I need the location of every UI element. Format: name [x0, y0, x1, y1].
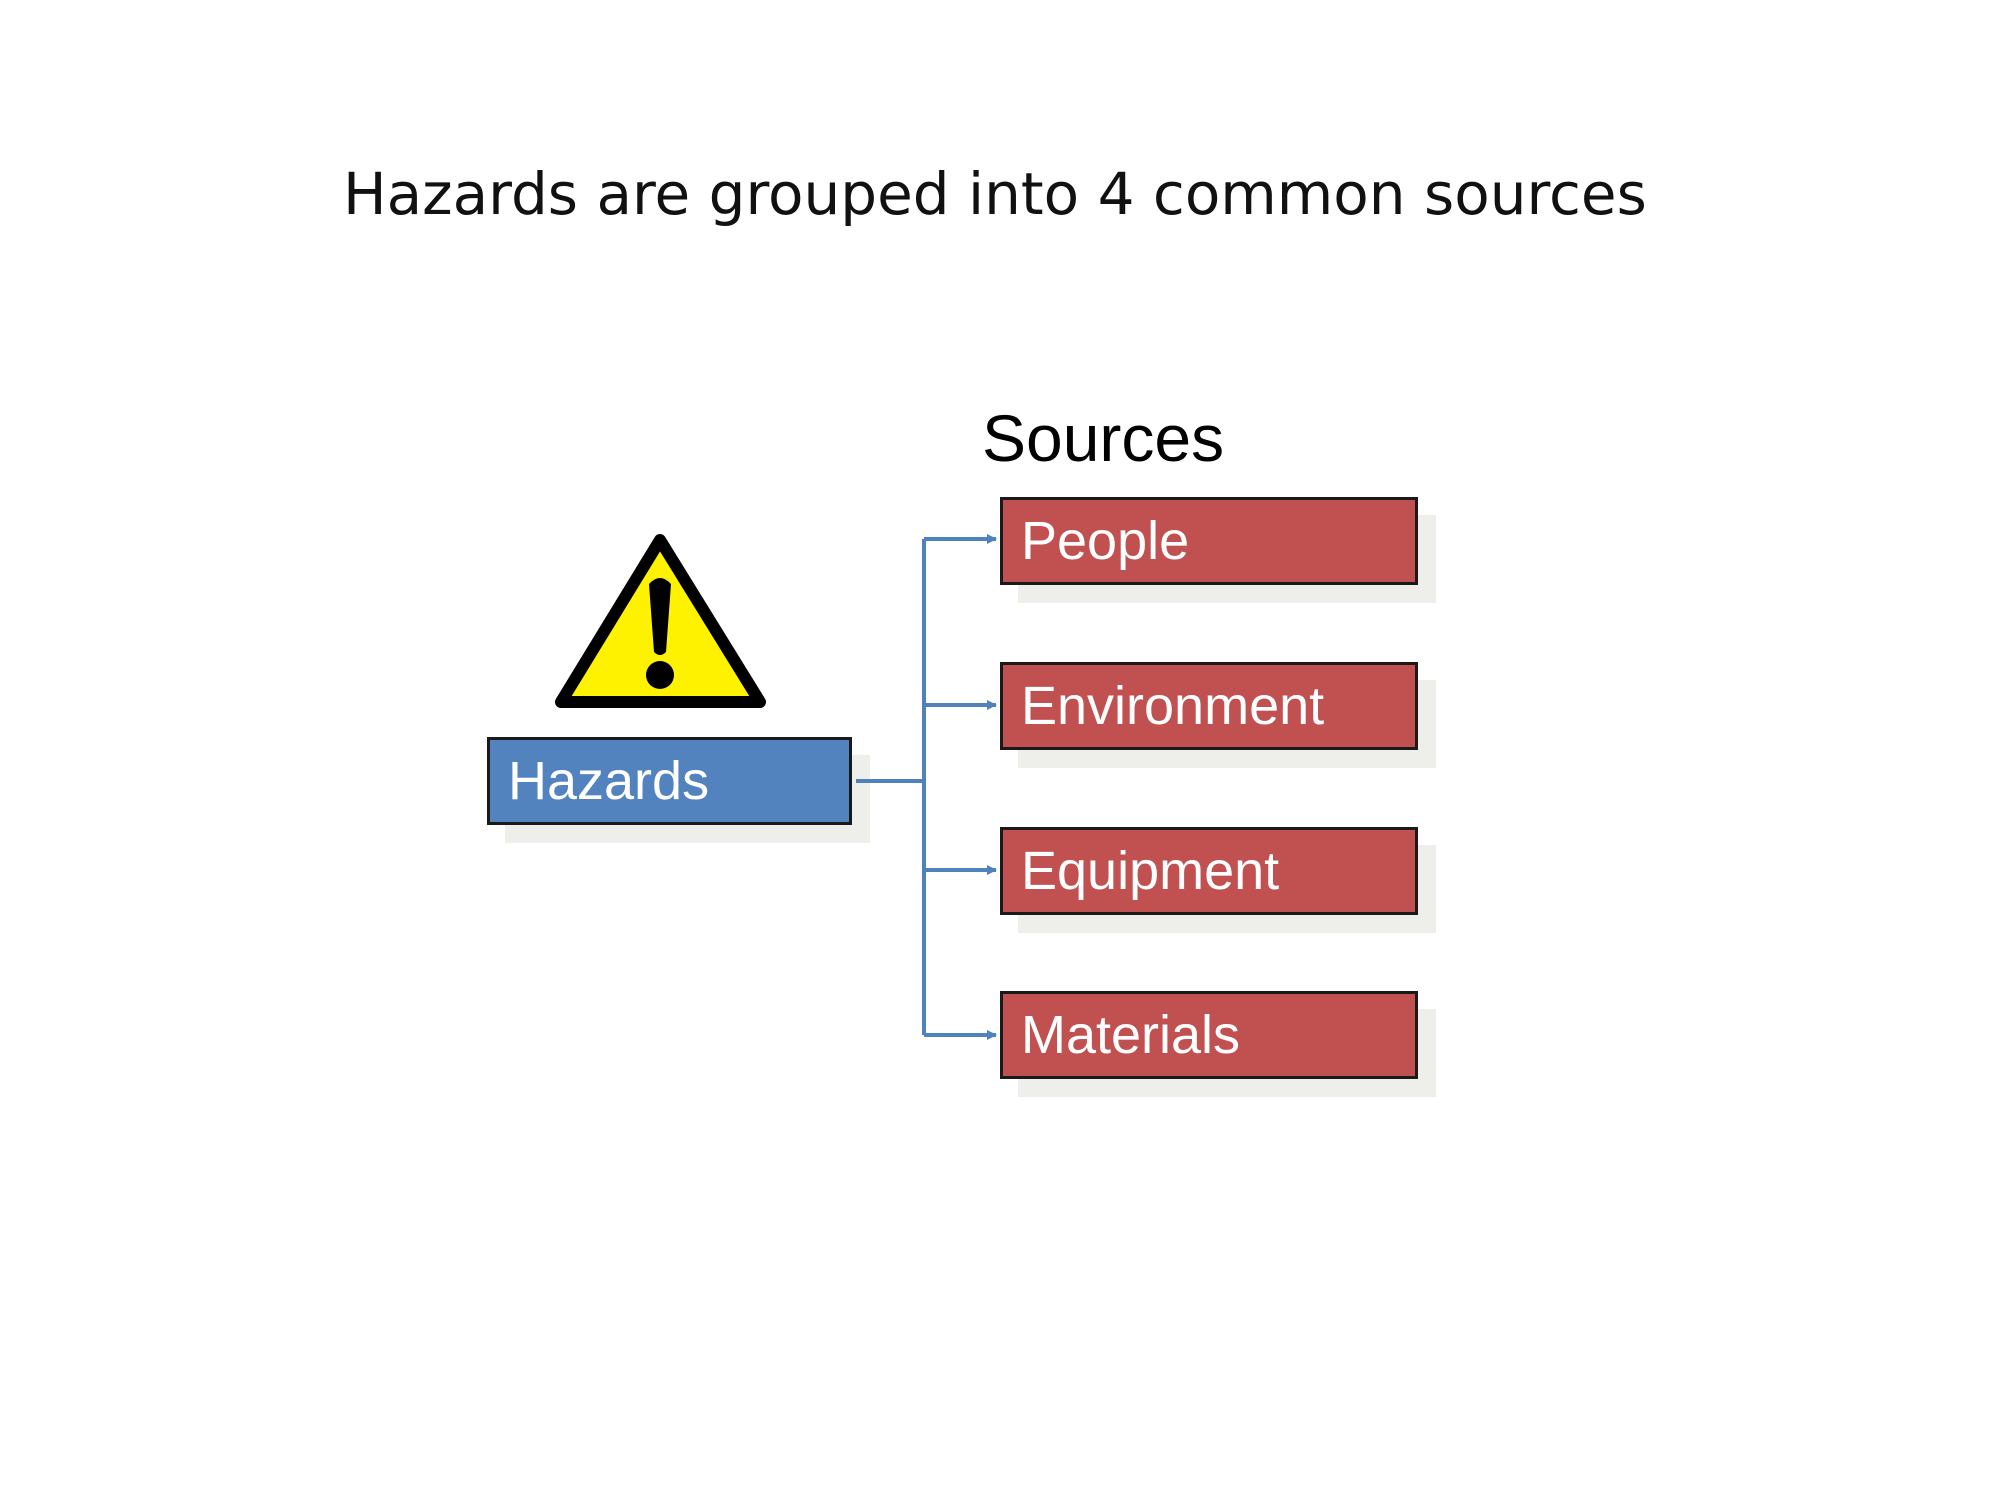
source-label-equipment: Equipment	[1021, 841, 1280, 901]
source-box-people: People	[1000, 497, 1418, 585]
hazards-label: Hazards	[508, 751, 710, 811]
slide-title: Hazards are grouped into 4 common source…	[343, 160, 1647, 228]
source-box-materials: Materials	[1000, 991, 1418, 1079]
source-label-people: People	[1021, 511, 1190, 571]
source-box-environment: Environment	[1000, 662, 1418, 750]
source-label-materials: Materials	[1021, 1005, 1241, 1065]
hazards-box: Hazards	[487, 737, 852, 825]
source-label-environment: Environment	[1021, 676, 1325, 736]
sources-heading: Sources	[982, 401, 1225, 475]
warning-triangle-icon	[555, 534, 766, 708]
source-box-equipment: Equipment	[1000, 827, 1418, 915]
